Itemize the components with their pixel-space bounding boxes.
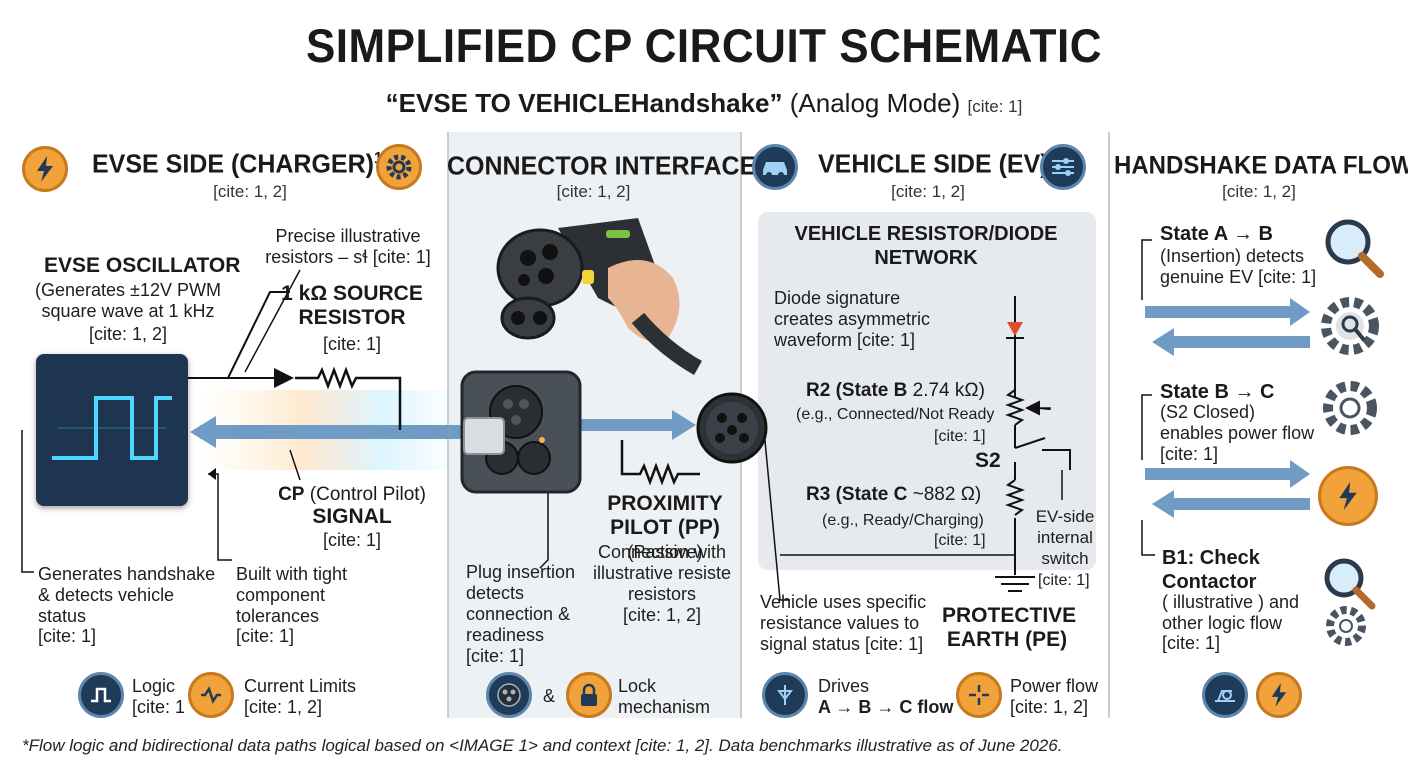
s2-label: S2 xyxy=(975,449,1001,472)
r2-desc: (e.g., Connected/Not Ready xyxy=(796,406,995,423)
flow-b1-desc: ( illustrative ) and other logic flow xyxy=(1162,592,1300,633)
note-tolerances-cite: [cite: 1] xyxy=(236,626,295,646)
plug-icon xyxy=(486,672,532,718)
power-flow-icon xyxy=(956,672,1002,718)
vehicle-header: VEHICLE SIDE (EV) * xyxy=(818,149,1065,179)
footer-drives-flow: A → B → C flow xyxy=(818,697,954,717)
car-icon xyxy=(752,144,798,190)
flow-b1-title: B1: Check Contactor xyxy=(1162,547,1260,593)
oscillator-desc: (Generates ±12V PWM square wave at 1 kHz xyxy=(35,280,221,321)
page-subtitle: “EVSE TO VEHICLEHandshake” (Analog Mode)… xyxy=(0,88,1408,119)
flow-bc-desc: (S2 Closed) enables power flow [cite: 1] xyxy=(1160,402,1315,464)
flow-cite: [cite: 1, 2] xyxy=(1222,182,1296,201)
footer-power-cite: [cite: 1, 2] xyxy=(1010,697,1089,717)
flow-header: HANDSHAKE DATA FLOW xyxy=(1114,151,1408,180)
source-resistor-cite: [cite: 1] xyxy=(322,334,382,354)
lightning-icon-2 xyxy=(1318,466,1378,526)
switch-note: EV-side internal switch xyxy=(1035,507,1095,568)
precise-note: Precise illustrative resistors – sɬ [cit… xyxy=(265,226,431,267)
footer-logic-cite: [cite: 1 xyxy=(132,697,186,717)
network-title: VEHICLE RESISTOR/DIODE NETWORK xyxy=(794,223,1058,269)
pp-cite: [cite: 1, 2] xyxy=(622,605,702,625)
switch-cite: [cite: 1] xyxy=(1038,572,1090,589)
subtitle-mode: (Analog Mode) xyxy=(789,88,961,118)
connector-face xyxy=(696,392,768,464)
pp-title: PROXIMITY PILOT (PP) (Passive) xyxy=(607,492,723,562)
flow-b1-cite: [cite: 1] xyxy=(1162,633,1221,653)
footer-current-label: Current Limits xyxy=(244,676,357,696)
flow-bc-title: State B → C xyxy=(1160,381,1275,403)
cp-signal-label: CP (Control Pilot)SIGNAL xyxy=(278,484,426,528)
flow-ab-title: State A → B xyxy=(1160,223,1273,245)
pp-desc: Connection with illustrative resiste res… xyxy=(592,542,732,604)
flow-ab-desc: (Insertion) detects genuine EV [cite: 1] xyxy=(1160,246,1317,287)
footer-logic-label: Logic xyxy=(132,676,176,696)
uses-note: Vehicle uses specific resistance values … xyxy=(760,592,927,654)
source-resistor-title: 1 kΩ SOURCE RESISTOR xyxy=(281,282,423,329)
oscillator-screen xyxy=(36,354,188,506)
r3-label: R3 (State C ~882 Ω) xyxy=(806,484,982,505)
vehicle-network-bg xyxy=(758,212,1096,570)
plug-note-cite: [cite: 1] xyxy=(466,646,525,666)
pe-title: PROTECTIVE EARTH (PE) xyxy=(942,604,1077,651)
gear-icon xyxy=(376,144,422,190)
footnote: *Flow logic and bidirectional data paths… xyxy=(22,736,1063,755)
evse-cite: [cite: 1, 2] xyxy=(213,182,287,201)
gear-icon-2 xyxy=(1320,378,1380,443)
diode-icon xyxy=(762,672,808,718)
r3-desc: (e.g., Ready/Charging) xyxy=(822,512,984,529)
vehicle-inlet-socket xyxy=(460,370,582,494)
evse-header: EVSE SIDE (CHARGER)1, 2 xyxy=(92,149,399,180)
connector-cite: [cite: 1, 2] xyxy=(556,182,631,201)
footer-current-cite: [cite: 1, 2] xyxy=(244,697,323,717)
r2-label: R2 (State B 2.74 kΩ) xyxy=(806,380,985,401)
connector-header: CONNECTOR INTERFACE xyxy=(447,151,757,181)
subtitle-cite: [cite: 1] xyxy=(967,97,1023,116)
note-tolerances: Built with tight component tolerances xyxy=(236,564,348,626)
vehicle-cite: [cite: 1, 2] xyxy=(891,182,965,201)
square-wave-icon xyxy=(52,396,172,460)
gear-icon-3 xyxy=(1324,604,1368,653)
sliders-icon xyxy=(1040,144,1086,190)
footer-power-label: Power flow xyxy=(1010,676,1099,696)
page-title: SIMPLIFIED CP CIRCUIT SCHEMATIC xyxy=(305,19,1103,73)
logic-icon xyxy=(78,672,124,718)
lightning-icon-3 xyxy=(1256,672,1302,718)
r3-cite: [cite: 1] xyxy=(934,532,986,549)
r2-cite: [cite: 1] xyxy=(934,428,986,445)
note-handshake-cite: [cite: 1] xyxy=(38,626,97,646)
footer-drives-label: Drives xyxy=(818,676,870,696)
oscillator-title: EVSE OSCILLATOR xyxy=(44,254,241,277)
current-icon xyxy=(188,672,234,718)
gear-search-icon xyxy=(1318,294,1382,363)
lightning-icon xyxy=(22,146,68,192)
footer-amp: & xyxy=(543,686,556,706)
note-handshake: Generates handshake & detects vehicle st… xyxy=(38,564,216,626)
cp-signal-cite: [cite: 1] xyxy=(322,530,382,550)
lock-icon xyxy=(566,672,612,718)
contactor-icon xyxy=(1202,672,1248,718)
diode-note: Diode signature creates asymmetric wavef… xyxy=(774,288,931,350)
divider-3 xyxy=(1108,132,1110,718)
footer-lock-label: Lock mechanism xyxy=(618,676,711,717)
oscillator-cite: [cite: 1, 2] xyxy=(88,324,168,344)
subtitle-quote: “EVSE TO VEHICLEHandshake” xyxy=(385,88,783,118)
magnifier-icon xyxy=(1322,216,1386,285)
plug-note: Plug insertion detects connection & read… xyxy=(466,562,576,645)
charging-plug-illustration xyxy=(496,218,703,375)
magnifier-icon-2 xyxy=(1322,556,1378,617)
